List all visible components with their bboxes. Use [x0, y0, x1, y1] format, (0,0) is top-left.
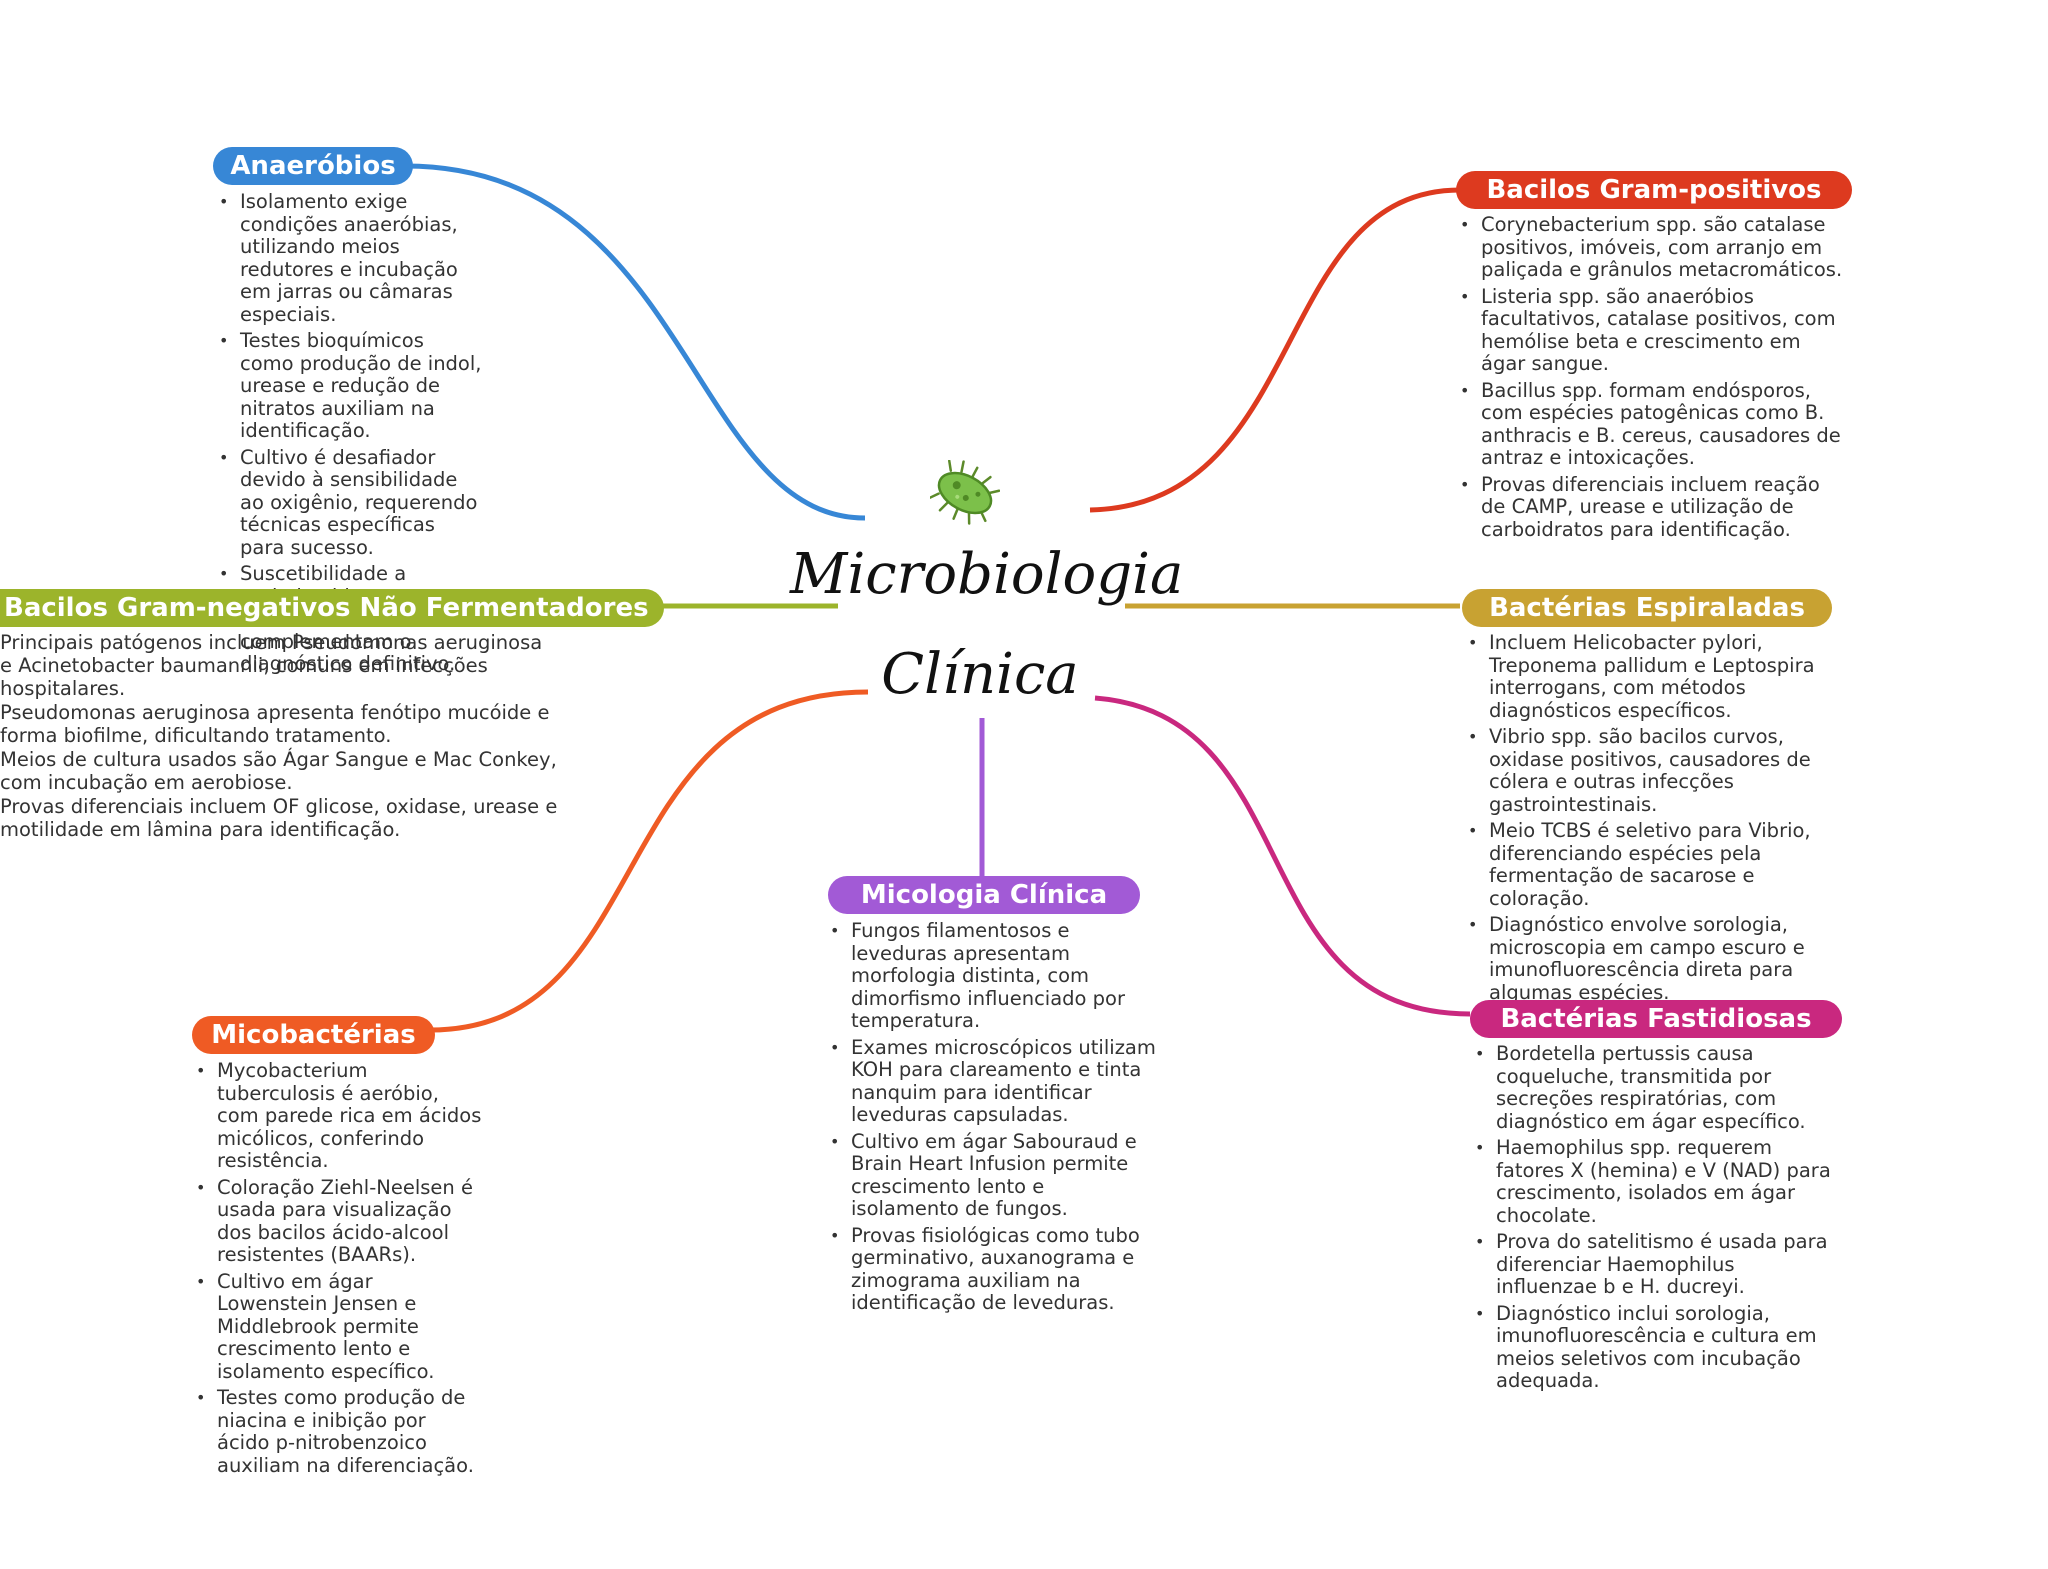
central-title-line2: Clínica: [881, 642, 1079, 707]
list-item: Meio TCBS é seletivo para Vibrio, difere…: [1466, 819, 1844, 910]
list-item: Provas diferenciais incluem OF glicose, …: [0, 795, 558, 841]
list-item: Provas fisiológicas como tubo germinativ…: [828, 1224, 1158, 1315]
branch-micologia-label[interactable]: Micologia Clínica: [828, 876, 1140, 914]
connector-gram-positivos: [1089, 187, 1461, 513]
connector-anaerobios: [404, 163, 866, 521]
list-item: Haemophilus spp. requerem fatores X (hem…: [1473, 1136, 1833, 1227]
branch-gram-positivos-notes: Corynebacterium spp. são catalase positi…: [1458, 213, 1848, 545]
branch-fastidiosas-notes: Bordetella pertussis causa coqueluche, t…: [1473, 1042, 1833, 1397]
list-item: Principais patógenos incluem Pseudomonas…: [0, 631, 543, 700]
list-item: Provas diferenciais incluem reação de CA…: [1458, 473, 1848, 542]
list-item: Cultivo em ágar Lowenstein Jensen e Midd…: [194, 1270, 484, 1384]
list-item: Mycobacterium tuberculosis é aeróbio, co…: [194, 1059, 484, 1173]
list-item: Cultivo é desafiador devido à sensibilid…: [217, 446, 482, 560]
list-item: Testes como produção de niacina e inibiç…: [194, 1386, 484, 1477]
list-item: Meios de cultura usados são Ágar Sangue …: [0, 748, 557, 794]
branch-gram-negativos-label[interactable]: Bacilos Gram-negativos Não Fermentadores: [0, 589, 664, 627]
branch-fastidiosas-label[interactable]: Bactérias Fastidiosas: [1470, 1000, 1842, 1038]
list-item: Bordetella pertussis causa coqueluche, t…: [1473, 1042, 1833, 1133]
connector-fastidiosas: [1094, 695, 1471, 1017]
list-item: Diagnóstico inclui sorologia, imunofluor…: [1473, 1302, 1833, 1393]
branch-micobacterias-label[interactable]: Micobactérias: [192, 1016, 435, 1054]
central-title: Microbiologia Clínica: [790, 525, 1184, 725]
list-item: Bacillus spp. formam endósporos, com esp…: [1458, 379, 1848, 470]
branch-anaerobios-label[interactable]: Anaeróbios: [213, 147, 413, 185]
list-item: Coloração Ziehl-Neelsen é usada para vis…: [194, 1176, 484, 1267]
branch-gram-negativos-notes: Principais patógenos incluem Pseudomonas…: [0, 631, 560, 842]
bacterium-icon: [930, 460, 1000, 525]
list-item: Vibrio spp. são bacilos curvos, oxidase …: [1466, 725, 1844, 816]
branch-micologia-notes: Fungos filamentosos e leveduras apresent…: [828, 919, 1158, 1319]
branch-espiraladas-label[interactable]: Bactérias Espiraladas: [1462, 589, 1832, 627]
list-item: Incluem Helicobacter pylori, Treponema p…: [1466, 631, 1844, 722]
list-item: Isolamento exige condições anaeróbias, u…: [217, 190, 482, 326]
list-item: Fungos filamentosos e leveduras apresent…: [828, 919, 1158, 1033]
branch-gram-positivos-label[interactable]: Bacilos Gram-positivos: [1456, 171, 1852, 209]
list-item: Exames microscópicos utilizam KOH para c…: [828, 1036, 1158, 1127]
list-item: Testes bioquímicos como produção de indo…: [217, 329, 482, 443]
list-item: Cultivo em ágar Sabouraud e Brain Heart …: [828, 1130, 1158, 1221]
central-title-line1: Microbiologia: [790, 542, 1184, 607]
branch-micobacterias-notes: Mycobacterium tuberculosis é aeróbio, co…: [194, 1059, 484, 1481]
connector-micobacterias: [429, 689, 869, 1033]
list-item: Prova do satelitismo é usada para difere…: [1473, 1230, 1833, 1299]
list-item: Diagnóstico envolve sorologia, microscop…: [1466, 913, 1844, 1004]
list-item: Listeria spp. são anaeróbios facultativo…: [1458, 285, 1848, 376]
branch-espiraladas-notes: Incluem Helicobacter pylori, Treponema p…: [1466, 631, 1844, 1008]
list-item: Pseudomonas aeruginosa apresenta fenótip…: [0, 701, 550, 747]
list-item: Corynebacterium spp. são catalase positi…: [1458, 213, 1848, 282]
